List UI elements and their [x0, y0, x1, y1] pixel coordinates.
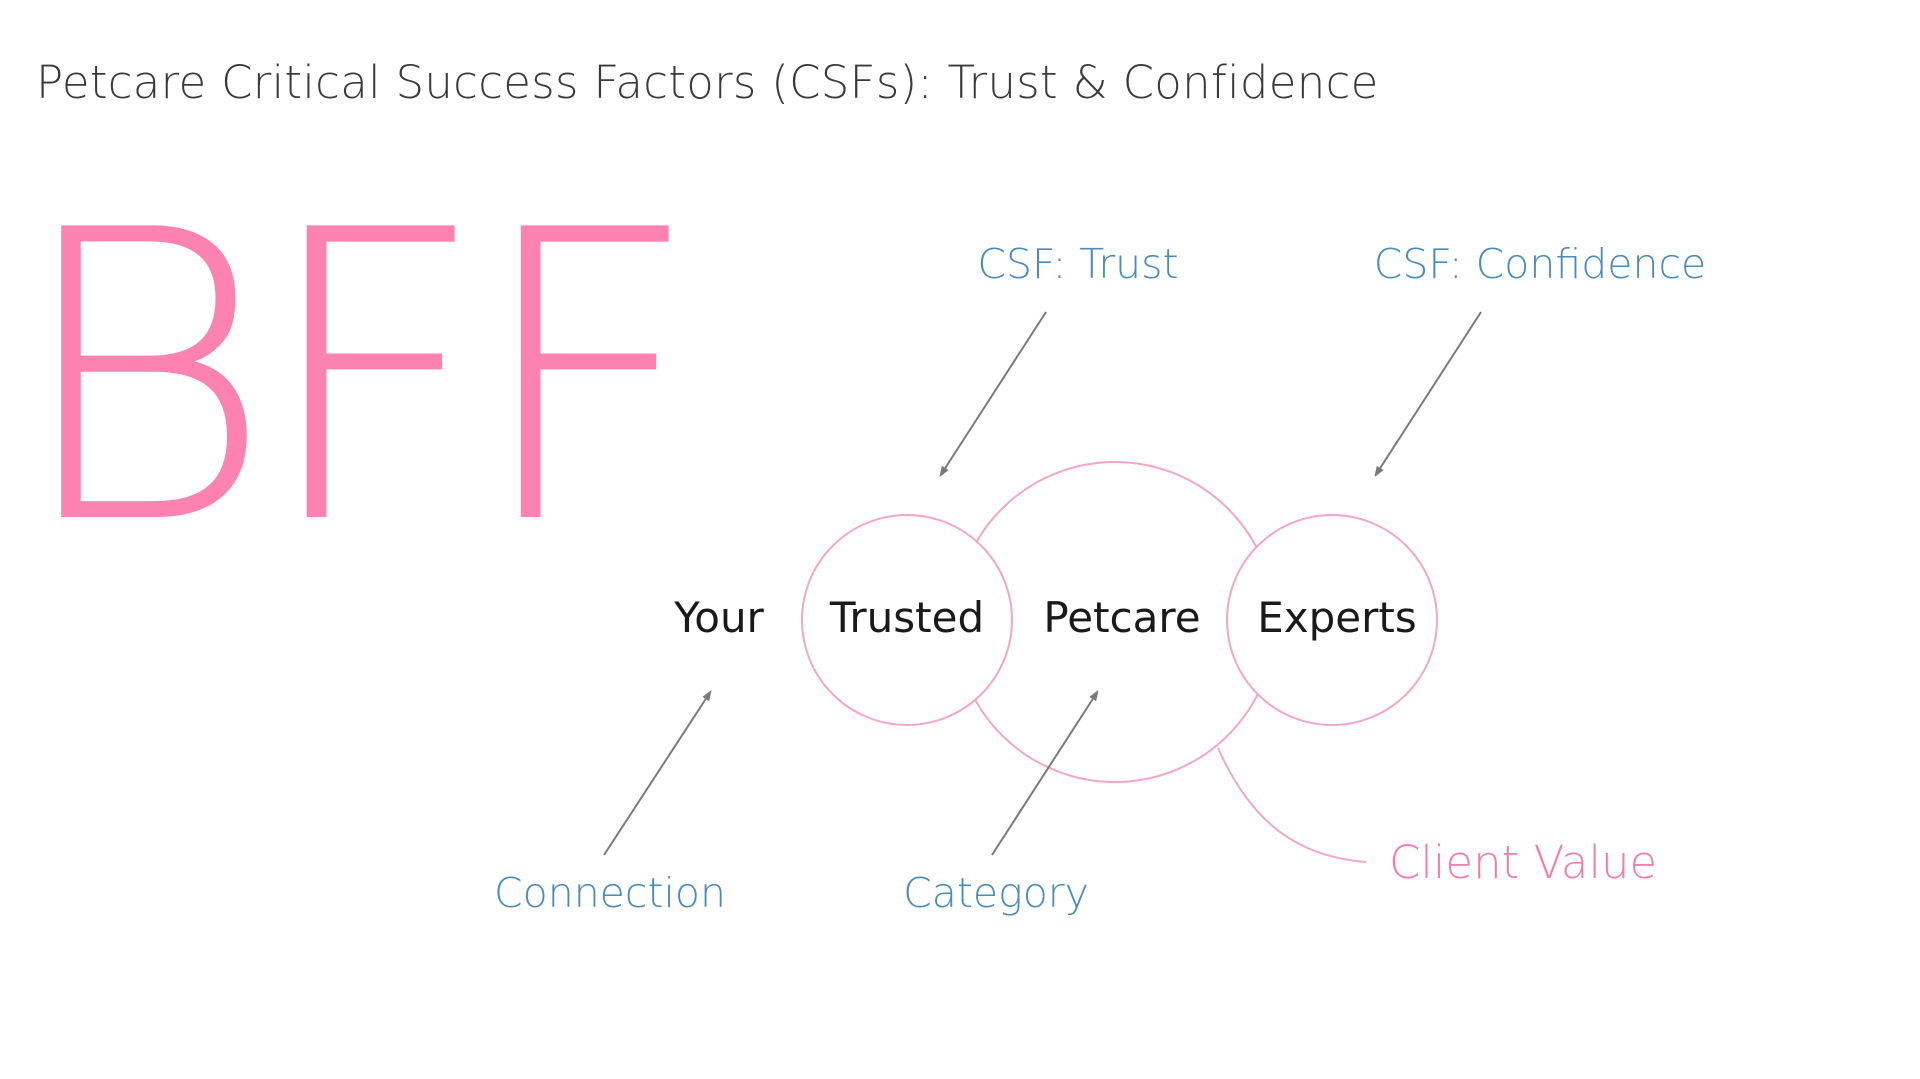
annotation-csf-confidence: CSF: Confidence [1373, 240, 1707, 288]
bff-heading: BFF [12, 147, 702, 612]
client-value-callout-line [1217, 747, 1367, 863]
word-your: Your [674, 593, 764, 642]
word-petcare: Petcare [1043, 593, 1201, 642]
word-trusted: Trusted [829, 593, 985, 642]
arrow-csf-confidence [1377, 311, 1482, 473]
page-title: Petcare Critical Success Factors (CSFs):… [36, 56, 1379, 109]
annotation-client-value: Client Value [1389, 836, 1658, 889]
arrow-category [991, 694, 1096, 856]
circle-trusted [801, 514, 1013, 726]
arrow-csf-trust [942, 311, 1047, 473]
word-experts: Experts [1257, 593, 1417, 642]
annotation-csf-trust: CSF: Trust [977, 240, 1179, 288]
annotation-connection: Connection [494, 869, 726, 917]
circle-experts [1226, 514, 1438, 726]
arrow-connection [603, 694, 709, 856]
annotation-category: Category [903, 869, 1089, 917]
